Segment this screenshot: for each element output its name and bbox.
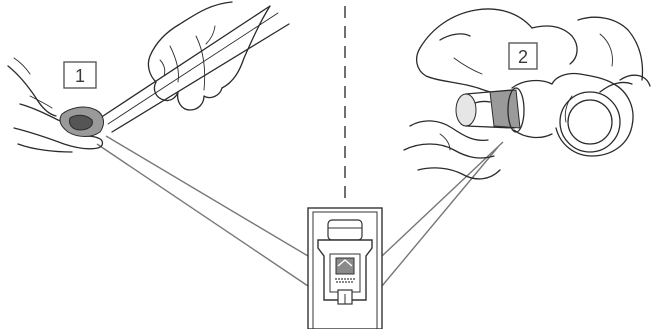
step-2-label: 2	[509, 43, 537, 69]
pipe-fitting-icon	[508, 73, 650, 156]
pipe-cutter-tool-icon	[60, 107, 103, 136]
tool-detail-callout	[308, 208, 382, 329]
step-2-number: 2	[518, 47, 528, 67]
step-2-scene: 2	[404, 9, 650, 179]
callout-lines	[97, 136, 503, 286]
pipe-icon	[100, 6, 289, 132]
step-1-scene: 1	[8, 2, 289, 152]
step-1-label: 1	[64, 62, 96, 88]
hand-icon	[404, 101, 500, 178]
step-1-number: 1	[75, 66, 85, 86]
